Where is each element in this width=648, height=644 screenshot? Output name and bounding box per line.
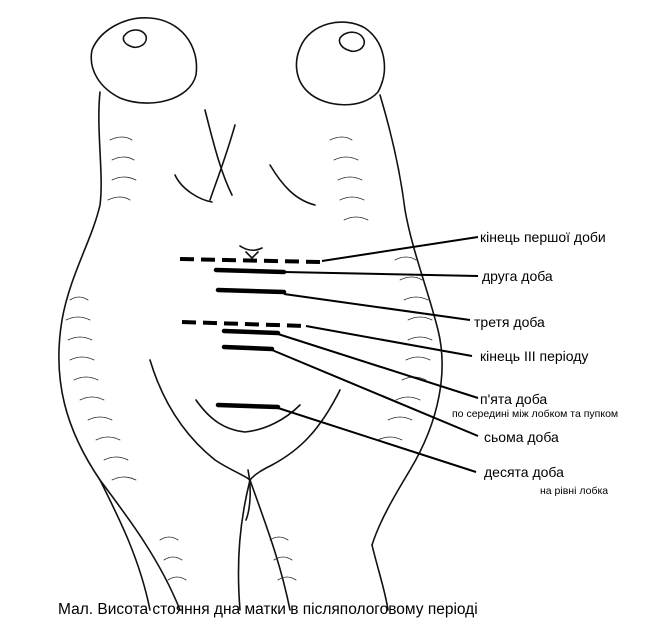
label-end-third-period: кінець ІІІ періоду xyxy=(480,348,588,364)
mark-third-day xyxy=(215,287,287,295)
label-second-day: друга доба xyxy=(482,268,553,284)
mark-fifth-day xyxy=(221,328,281,336)
leader-fifth-day xyxy=(277,333,479,399)
mark-end-first-day xyxy=(179,257,321,264)
mark-end-third-period xyxy=(181,320,307,328)
leader-seventh-day xyxy=(271,349,479,437)
leader-second-day xyxy=(283,271,479,277)
figure-caption: Мал. Висота стояння дна матки в післяпол… xyxy=(58,601,478,618)
label-tenth-day: десята доба xyxy=(484,464,564,480)
label-tenth-day-note: на рівні лобка xyxy=(540,485,608,497)
leader-lines xyxy=(271,236,479,473)
label-fifth-day: п'ята доба xyxy=(480,391,547,407)
leader-end-first-day xyxy=(321,236,479,262)
leader-third-day xyxy=(283,293,471,321)
label-end-first-day: кінець першої доби xyxy=(480,229,606,245)
leader-end-third-period xyxy=(305,325,473,357)
label-seventh-day: сьома доба xyxy=(484,429,559,445)
torso-illustration xyxy=(58,17,443,611)
fundus-level-marks xyxy=(179,257,321,410)
mark-second-day xyxy=(213,267,287,275)
mark-tenth-day xyxy=(215,402,281,410)
label-third-day: третя доба xyxy=(474,314,545,330)
shading-hatching xyxy=(65,136,433,581)
leader-tenth-day xyxy=(277,407,477,473)
mark-seventh-day xyxy=(221,344,275,352)
labels: кінець першої доби друга доба третя доба… xyxy=(452,229,618,497)
label-fifth-day-note: по середині між лобком та пупком xyxy=(452,408,618,420)
